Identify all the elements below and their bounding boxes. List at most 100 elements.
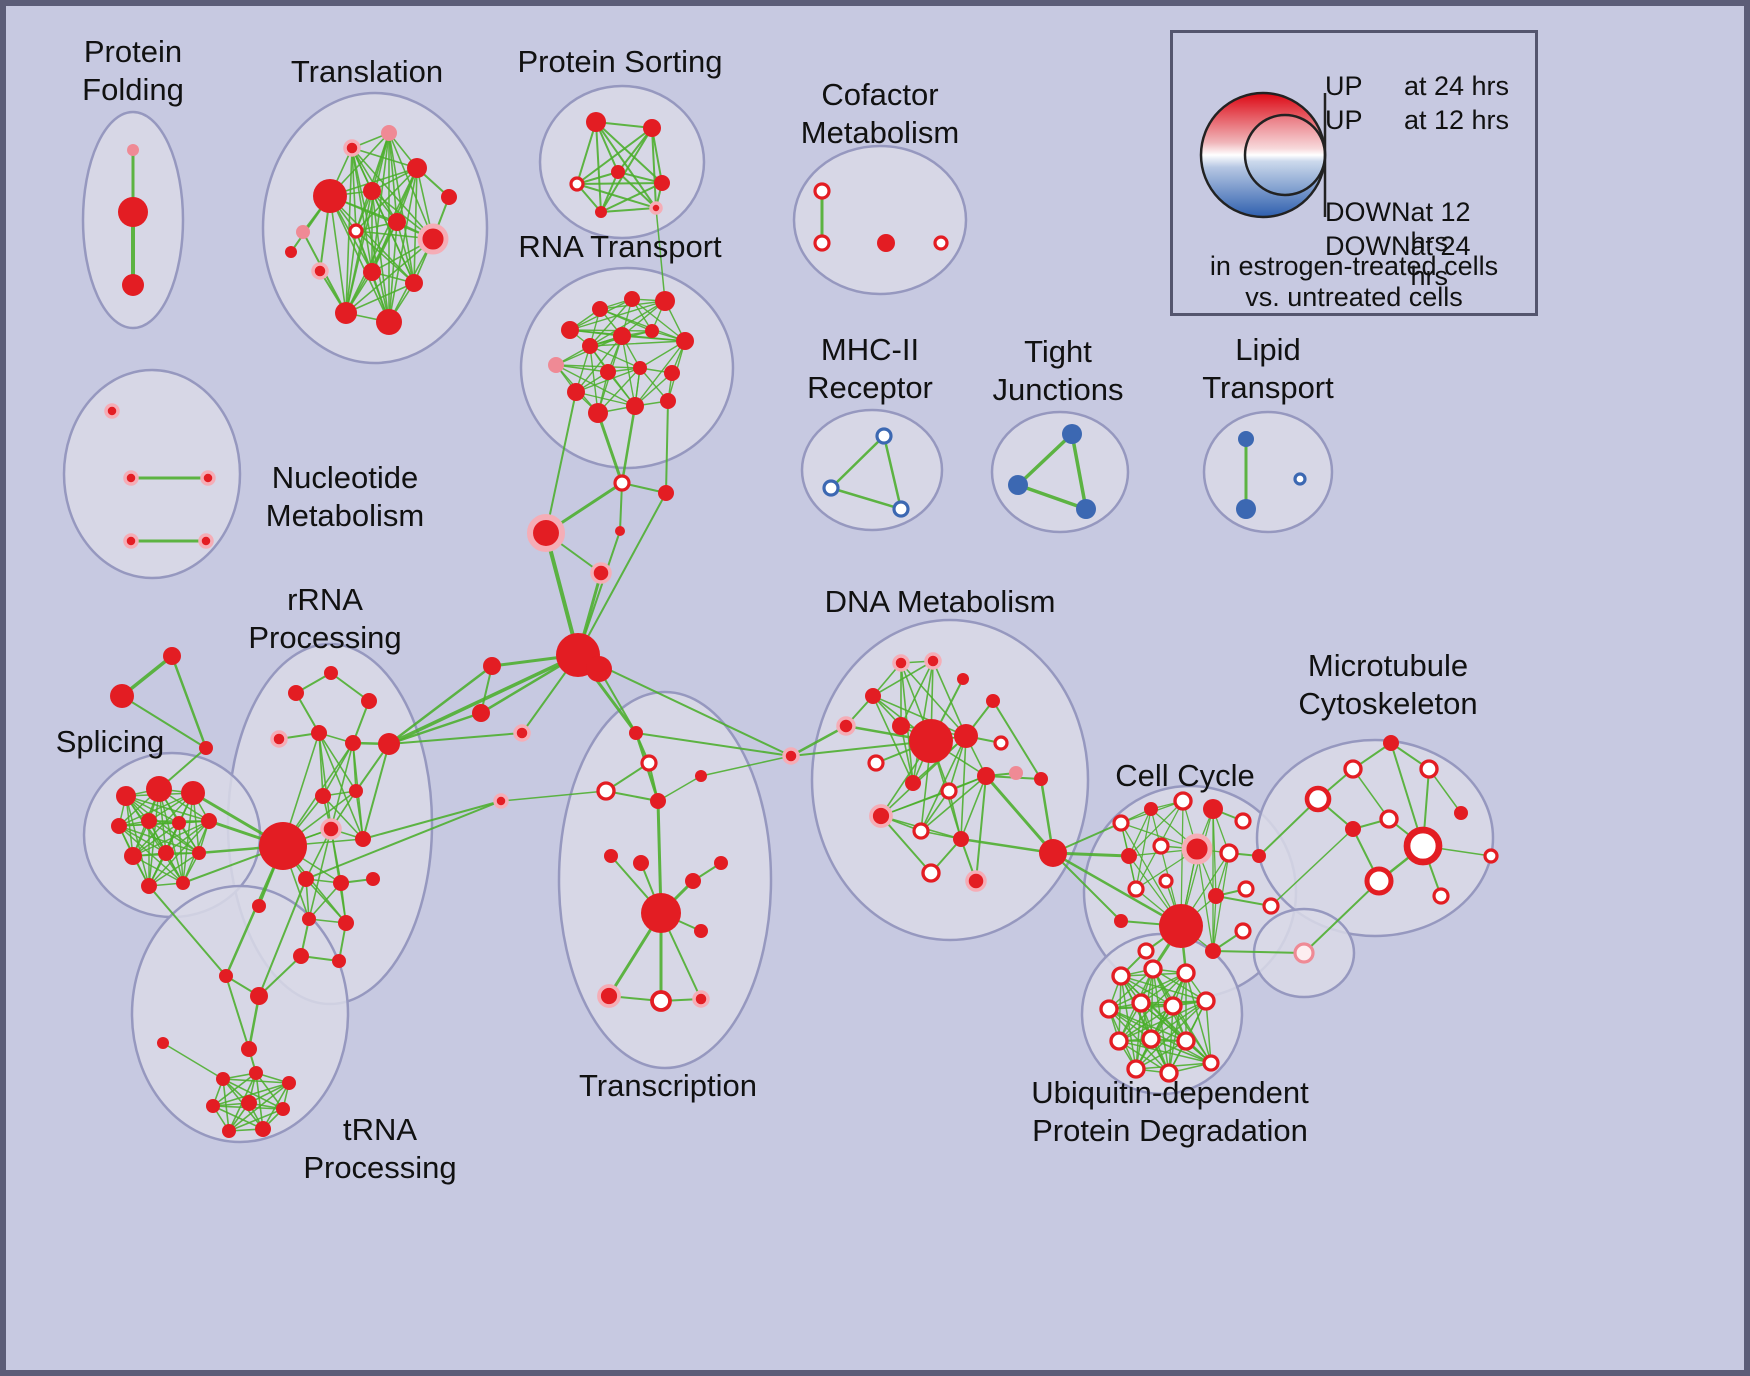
node-dm12	[905, 775, 921, 791]
node-rp13	[298, 871, 314, 887]
node-tx6	[604, 849, 618, 863]
edge	[577, 654, 792, 757]
edge	[1135, 1000, 1207, 1070]
node-fx11	[493, 793, 509, 809]
legend-box: UP at 24 hrs UP at 12 hrs DOWN at 12 hrs…	[1170, 30, 1538, 316]
edge	[1016, 432, 1074, 487]
node-mc2	[1343, 759, 1363, 779]
edge	[1135, 1002, 1142, 1070]
legend-direction-label: DOWN	[1325, 197, 1411, 227]
edge	[1052, 852, 1122, 922]
edge	[789, 724, 848, 758]
node-tp1	[250, 987, 268, 1005]
node-tx13	[692, 990, 710, 1008]
node-tp7	[282, 1076, 296, 1090]
edge	[1212, 950, 1305, 954]
node-mc10	[1454, 806, 1468, 820]
cluster-label-cofactor-metabolism: Metabolism	[801, 115, 960, 150]
node-mh2	[822, 479, 840, 497]
cluster-label-transcription: Transcription	[579, 1068, 757, 1103]
node-ub10	[1176, 1031, 1196, 1051]
edge	[355, 230, 415, 284]
legend-direction-label: UP	[1325, 71, 1363, 101]
node-nm5	[198, 533, 214, 549]
edge	[621, 335, 686, 342]
edge	[569, 329, 653, 332]
node-rt10	[567, 383, 585, 401]
edge	[872, 695, 914, 784]
node-rp9	[315, 788, 331, 804]
node-dm15	[1009, 766, 1023, 780]
node-rt2	[592, 301, 608, 317]
edge	[882, 434, 903, 511]
edge	[872, 695, 967, 737]
node-dm8	[954, 724, 978, 748]
node-ps6	[595, 206, 607, 218]
node-rp8	[259, 822, 307, 870]
edge	[388, 132, 398, 223]
legend-inner-circle-12hrs	[1243, 113, 1327, 197]
node-rt1	[561, 321, 579, 339]
edge	[500, 790, 607, 802]
edge	[308, 882, 342, 920]
node-rp19	[332, 954, 346, 968]
edge	[1016, 483, 1088, 511]
edge	[1168, 972, 1187, 1074]
node-sp2	[146, 776, 172, 802]
cluster-label-tight-junctions: Tight	[1024, 334, 1092, 369]
edge	[829, 434, 886, 490]
edge	[121, 695, 207, 749]
node-rt12	[633, 361, 647, 375]
node-cc8	[1181, 833, 1213, 865]
node-ps5	[654, 175, 670, 191]
edge	[621, 335, 636, 407]
edge	[700, 755, 792, 777]
node-ub5	[1131, 993, 1151, 1013]
node-fx5	[590, 562, 612, 584]
node-lt3	[1293, 472, 1307, 486]
node-mc4	[1419, 759, 1439, 779]
node-tr10	[417, 223, 449, 255]
edge	[600, 207, 657, 213]
edge	[170, 654, 208, 750]
cluster-label-dna-metabolism: DNA Metabolism	[825, 584, 1056, 619]
node-ps3	[569, 176, 585, 192]
node-cc20	[1262, 897, 1280, 915]
node-cc16	[1114, 914, 1128, 928]
legend-direction-label: DOWN	[1325, 231, 1411, 261]
node-nm1	[104, 403, 120, 419]
edge	[1135, 968, 1154, 1070]
node-fx16	[163, 647, 181, 665]
node-rt11	[600, 364, 616, 380]
node-mc1	[1304, 785, 1332, 813]
node-cc14	[1208, 888, 1224, 904]
edge	[975, 775, 987, 882]
node-ps4	[611, 165, 625, 179]
node-ub7	[1196, 991, 1216, 1011]
edge	[125, 795, 150, 887]
edge	[655, 207, 666, 302]
edge	[212, 1082, 290, 1107]
node-mc3	[1383, 735, 1399, 751]
node-fx14	[1039, 839, 1067, 867]
edge	[595, 121, 657, 209]
node-tx12	[650, 990, 672, 1012]
node-lt2	[1236, 499, 1256, 519]
edge	[345, 167, 418, 314]
node-rp7	[378, 733, 400, 755]
edge	[255, 1072, 264, 1130]
edge	[351, 147, 418, 169]
node-dm17	[912, 822, 930, 840]
legend-direction-label: UP	[1325, 105, 1363, 135]
cluster-label-rrna-processing: Processing	[248, 620, 401, 655]
cluster-label-microtubule-cytoskeleton: Microtubule	[1308, 648, 1468, 683]
edge	[322, 795, 364, 840]
node-dm6	[986, 694, 1000, 708]
edge	[1215, 895, 1272, 907]
edge	[258, 955, 302, 997]
cluster-label-cell-cycle: Cell Cycle	[1115, 758, 1255, 793]
node-fx8	[483, 657, 501, 675]
legend-row-down-24: DOWN at 24 hrs	[1325, 231, 1509, 291]
